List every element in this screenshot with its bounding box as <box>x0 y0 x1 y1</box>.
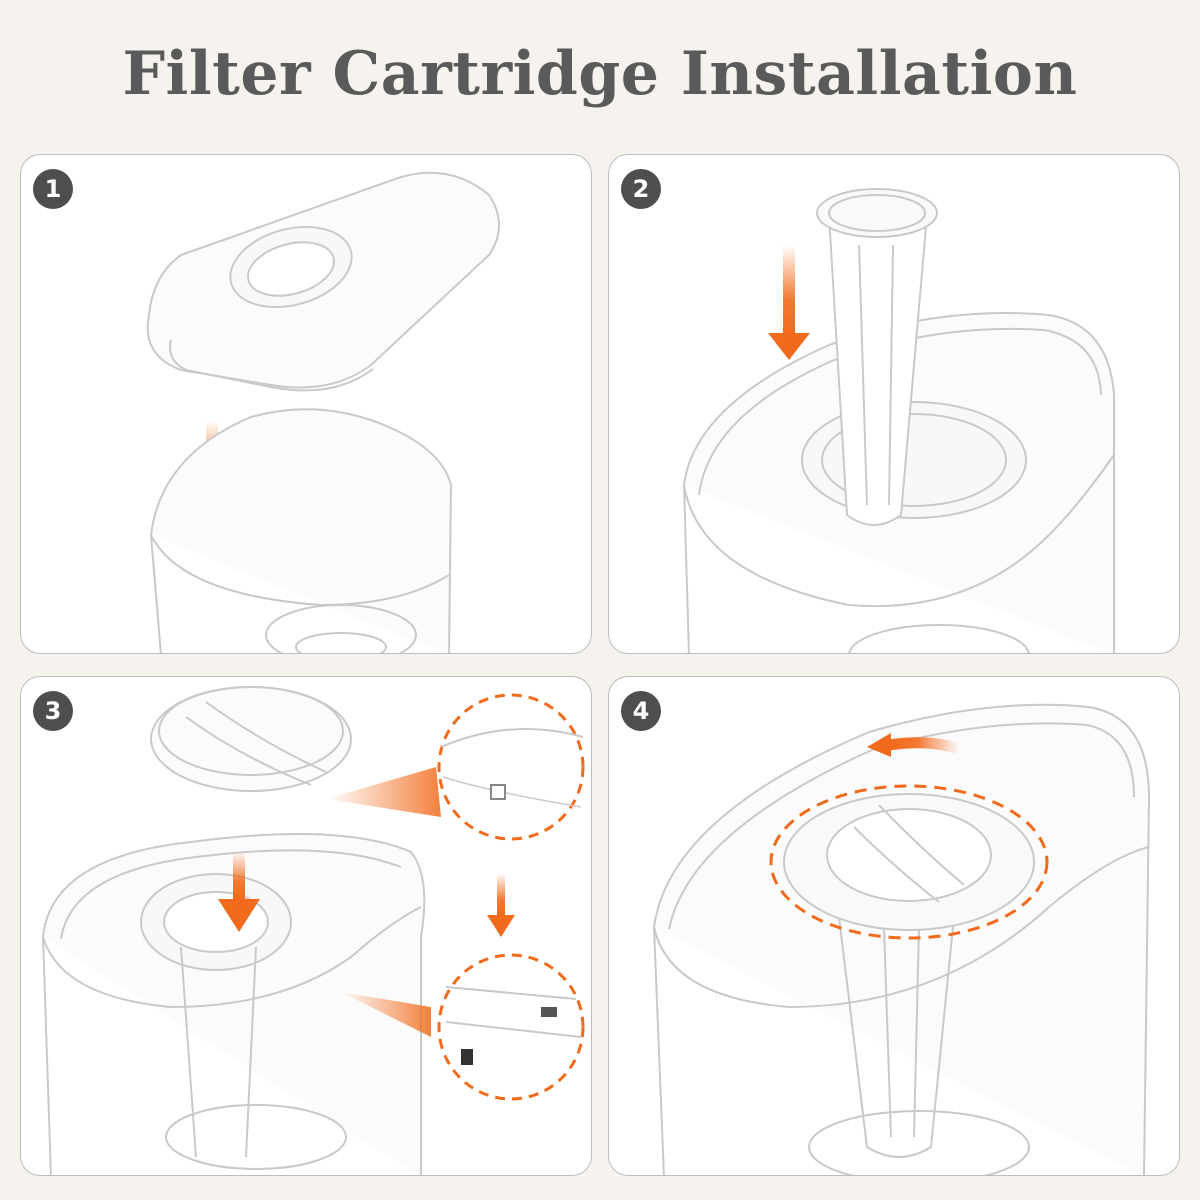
detail-circle-lock <box>437 953 585 1101</box>
filter-cartridge-illustration <box>816 188 938 526</box>
step-panel-3: 3 <box>20 676 592 1176</box>
down-arrow-icon <box>487 873 515 937</box>
down-arrow-icon <box>768 245 810 360</box>
filter-cap-illustration <box>783 793 1035 931</box>
down-arrow-icon <box>218 852 260 932</box>
step-panel-2: 2 <box>608 154 1180 654</box>
step-1-illustration <box>146 171 500 653</box>
rotate-arrow-icon <box>867 733 961 757</box>
pitcher-illustration <box>653 703 1151 1175</box>
detail-circle-clip <box>437 693 585 841</box>
filter-collar-illustration <box>140 873 292 1158</box>
filter-cartridge-illustration <box>838 916 955 1158</box>
step-panel-4: 4 <box>608 676 1180 1176</box>
step-3-illustration <box>42 686 585 1175</box>
rotation-highlight <box>769 784 1049 940</box>
filter-collar-illustration <box>801 401 1027 519</box>
step-number-badge: 4 <box>621 691 661 731</box>
filter-cap-illustration <box>150 686 352 792</box>
detail-pointer <box>341 992 431 1037</box>
step-4-illustration <box>653 703 1151 1175</box>
pitcher-body-illustration <box>150 408 453 653</box>
page-title: Filter Cartridge Installation <box>122 39 1078 109</box>
step-number-badge: 2 <box>621 169 661 209</box>
pitcher-illustration <box>42 833 426 1175</box>
step-number-badge: 3 <box>33 691 73 731</box>
detail-pointer <box>326 767 441 817</box>
step-number-badge: 1 <box>33 169 73 209</box>
step-panel-1: 1 <box>20 154 592 654</box>
pitcher-lid-illustration <box>146 171 500 392</box>
step-2-illustration <box>683 188 1115 653</box>
